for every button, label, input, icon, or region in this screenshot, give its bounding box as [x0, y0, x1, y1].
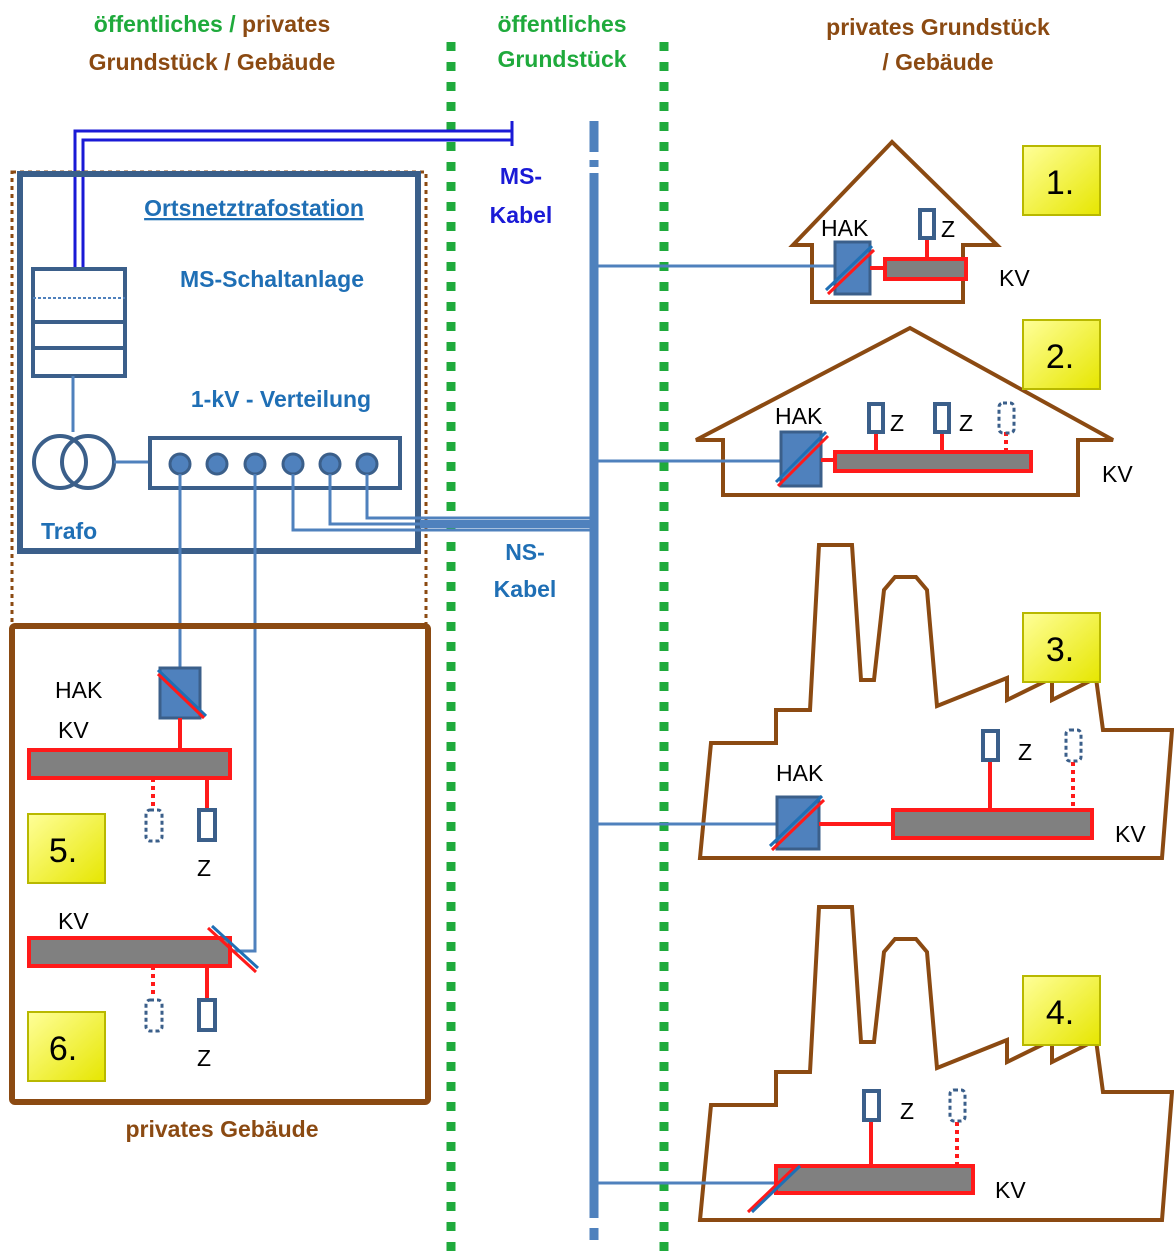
svg-text:2.: 2. — [1046, 338, 1074, 376]
kv-bar-case-3 — [891, 808, 1094, 840]
ms-switchgear — [31, 267, 127, 378]
case-badge-5: 5. — [27, 813, 106, 884]
case-badge-2: 2. — [1022, 319, 1101, 390]
hak-case-2 — [774, 430, 830, 488]
factory-4-outline — [697, 905, 1174, 1222]
header-middle-line1: öffentliches — [497, 11, 626, 37]
hak-label-case-2: HAK — [775, 403, 823, 429]
meter-case-5 — [197, 808, 217, 842]
meter-case-3 — [981, 729, 1000, 762]
meter-label-case-6: Z — [197, 1045, 211, 1071]
meter-case-4 — [862, 1089, 881, 1122]
case-badge-6: 6. — [27, 1011, 106, 1082]
header-middle-line2: Grundstück — [497, 46, 626, 72]
svg-text:6.: 6. — [49, 1030, 77, 1068]
station-title: Ortsnetztrafostation — [144, 195, 364, 221]
hak-label-case-5: HAK — [55, 677, 103, 703]
meter-case-1 — [918, 208, 936, 240]
optional-meter-case-3 — [1064, 728, 1083, 763]
kv-label-case-2: KV — [1102, 461, 1133, 487]
meter-label-case-5: Z — [197, 855, 211, 881]
ms-cable-label-line2: Kabel — [490, 202, 553, 228]
header-left-line2: Grundstück / Gebäude — [89, 49, 336, 75]
svg-text:3.: 3. — [1046, 631, 1074, 669]
meter-label-case-4: Z — [900, 1098, 914, 1124]
meter-case-2a — [867, 402, 885, 434]
header-right-line1: privates Grundstück — [826, 14, 1050, 40]
svg-text:1.: 1. — [1046, 164, 1074, 202]
private-building-label: privates Gebäude — [125, 1116, 318, 1142]
kv-label-case-6: KV — [58, 908, 89, 934]
hak-case-1 — [824, 240, 876, 296]
meter-label-case-3: Z — [1018, 739, 1032, 765]
svg-text:5.: 5. — [49, 832, 77, 870]
station-box — [17, 171, 421, 554]
ns-cable-label-line2: Kabel — [494, 576, 557, 602]
lv-distribution-label: 1-kV - Verteilung — [191, 386, 371, 412]
optional-meter-case-5 — [144, 808, 164, 843]
ms-cable — [73, 121, 514, 298]
header-right-line2: / Gebäude — [882, 49, 993, 75]
hak-case-3 — [768, 794, 826, 852]
ms-switchgear-label: MS-Schaltanlage — [180, 266, 364, 292]
kv-bar-case-1 — [883, 257, 968, 281]
hak-fuse-case-6 — [206, 924, 260, 974]
meter-label-case-2b: Z — [959, 410, 973, 436]
hak-label-case-3: HAK — [776, 760, 824, 786]
svg-text:4.: 4. — [1046, 994, 1074, 1032]
case-badge-3: 3. — [1022, 612, 1101, 683]
meter-case-2b — [933, 402, 951, 434]
kv-label-case-3: KV — [1115, 821, 1146, 847]
private-building-box — [9, 623, 431, 1105]
meter-label-case-1: Z — [941, 216, 955, 242]
meter-case-6 — [197, 998, 217, 1032]
hak-label-case-1: HAK — [821, 215, 869, 241]
optional-meter-case-4 — [948, 1088, 967, 1123]
ms-cable-label-line1: MS- — [500, 163, 542, 189]
kv-label-case-4: KV — [995, 1177, 1026, 1203]
hak-fuse-case-4 — [746, 1164, 802, 1214]
meter-label-case-2a: Z — [890, 410, 904, 436]
kv-bar-case-2 — [833, 450, 1033, 473]
kv-bar-case-6 — [27, 936, 232, 968]
kv-label-case-1: KV — [999, 265, 1030, 291]
transformer-label: Trafo — [41, 518, 97, 544]
kv-bar-case-4 — [774, 1164, 975, 1195]
transformer-icon — [32, 434, 116, 490]
ns-cable-label-line1: NS- — [505, 539, 545, 565]
factory-3-outline — [697, 543, 1174, 860]
lv-feeder-terminals — [168, 452, 379, 476]
optional-meter-case-6 — [144, 998, 164, 1033]
optional-meter-case-2 — [997, 401, 1016, 435]
header-left-line1: öffentliches / privates — [94, 11, 330, 37]
case-badge-1: 1. — [1022, 145, 1101, 216]
hak-case-5 — [156, 666, 208, 720]
kv-label-case-5: KV — [58, 717, 89, 743]
kv-bar-case-5 — [27, 748, 232, 780]
case-badge-4: 4. — [1022, 975, 1101, 1046]
